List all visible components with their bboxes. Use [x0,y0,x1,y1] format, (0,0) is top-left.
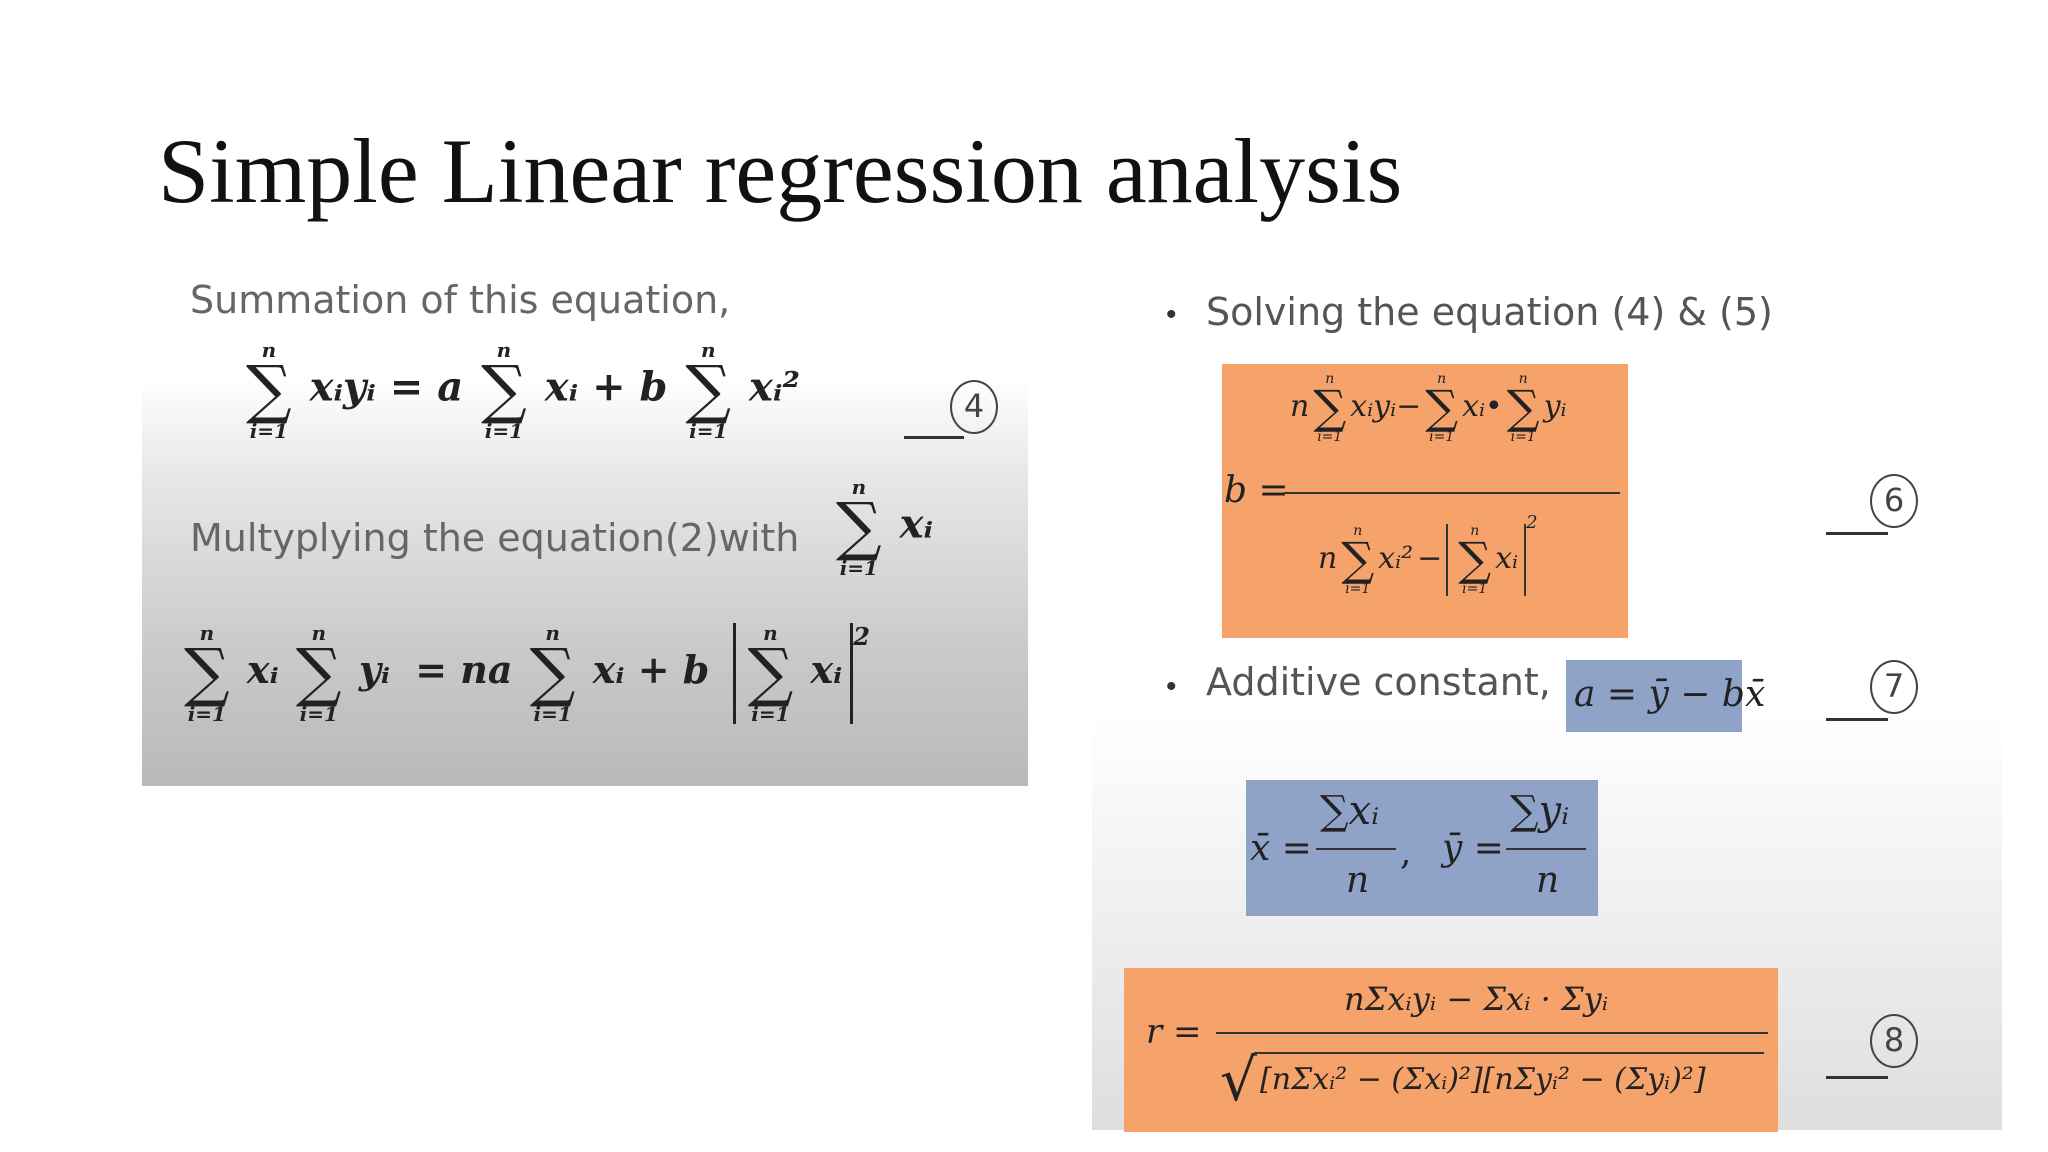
label-8-underline [1826,1076,1888,1079]
b-num-minus: − [1396,388,1422,424]
y-num: ∑yᵢ [1510,788,1570,834]
label-7-circle: 7 [1870,660,1918,714]
a-formula-box: a = ȳ − bx̄ [1566,660,1765,732]
equation-5: n∑i=1 xᵢ n∑i=1 yᵢ = na n∑i=1 xᵢ + b n∑i=… [180,622,870,724]
label-4-underline [904,436,964,439]
sigma-b5: n∑i=1 [1458,523,1492,597]
ybar-lhs: ȳ = [1442,828,1504,869]
sigma-6: n∑i=1 [295,621,342,726]
eq4-term2: xᵢ + b [544,363,668,411]
r-numerator: nΣxᵢyᵢ − Σxᵢ · Σyᵢ [1344,980,1609,1018]
y-den: n [1536,860,1560,901]
b-num-t3: yᵢ [1543,388,1567,424]
eq5-t3: xᵢ + b [592,647,710,692]
left-panel: Summation of this equation, n∑i=1 xᵢyᵢ =… [142,262,1028,786]
r-sqrt-line [1254,1052,1764,1054]
intro-text: Summation of this equation, [190,278,731,322]
solving-text: Solving the equation (4) & (5) [1206,290,1773,334]
b-fraction-bar [1284,492,1620,494]
sigma-b4: n∑i=1 [1341,523,1375,597]
x-num: ∑xᵢ [1320,788,1380,834]
means-box: x̄ = ∑xᵢ n , ȳ = ∑yᵢ n [1246,780,1598,916]
eq5-t4: xᵢ [810,646,843,692]
b-den-pow: 2 [1526,512,1538,533]
sigma-1: n∑i=1 [246,338,292,443]
r-fraction-bar [1216,1032,1768,1034]
multiply-sigma: n∑i=1 xᵢ [832,477,933,578]
eq5-power: 2 [853,622,870,651]
eq5-t1: xᵢ [246,647,279,692]
sigma-2: n∑i=1 [481,338,527,443]
b-num-n: n [1290,388,1310,424]
label-7-underline [1826,718,1888,721]
xbar-lhs: x̄ = [1250,828,1312,869]
sigma-b2: n∑i=1 [1425,371,1459,445]
sigma-b1: n∑i=1 [1313,371,1347,445]
b-den-minus: − [1417,541,1443,576]
sigma-5: n∑i=1 [184,621,230,726]
y-bar-line [1506,848,1586,850]
eq4-term1: xᵢyᵢ [309,363,376,411]
label-6-underline [1826,532,1888,535]
sigma-7: n∑i=1 [529,621,576,726]
sigma-b3: n∑i=1 [1506,371,1540,445]
eq4-term3: xᵢ² [749,363,800,411]
equation-4: n∑i=1 xᵢyᵢ = a n∑i=1 xᵢ + b n∑i=1 xᵢ² [242,340,800,441]
x-bar-line [1316,848,1396,850]
b-num-t2: xᵢ• [1462,388,1503,424]
page-title: Simple Linear regression analysis [158,120,1403,222]
a-formula: a = ȳ − bx̄ [1574,674,1766,715]
eq5-t2: yᵢ [358,647,390,692]
additive-text: Additive constant, [1206,660,1551,704]
b-den-t2: xᵢ [1495,541,1519,576]
sigma-3: n∑i=1 [685,338,732,443]
r-formula-box: r = nΣxᵢyᵢ − Σxᵢ · Σyᵢ √ [nΣxᵢ² − (Σxᵢ)²… [1124,968,1778,1132]
sigma-8: n∑i=1 [747,621,794,726]
b-den-t1: xᵢ² [1378,541,1414,576]
eq5-bracket: n∑i=1 xᵢ [732,621,854,726]
r-denominator: [nΣxᵢ² − (Σxᵢ)²][nΣyᵢ² − (Σyᵢ)²] [1260,1062,1706,1097]
bullet-1: • [1166,298,1177,331]
sigma-4: n∑i=1 [836,475,882,580]
r-lhs: r = [1146,1012,1202,1052]
means-sep: , [1400,832,1412,873]
label-8-circle: 8 [1870,1014,1918,1068]
multiply-text: Multyplying the equation(2)with [190,516,800,560]
r-sqrt-sign: √ [1220,1046,1257,1114]
eq5-eq-na: = na [415,647,513,692]
label-6-circle: 6 [1870,474,1918,528]
b-den-n: n [1318,541,1338,576]
x-den: n [1346,860,1370,901]
b-num-t1: xᵢyᵢ [1350,388,1397,424]
bullet-2: • [1166,670,1177,703]
label-4-circle: 4 [950,380,998,434]
multiply-term: xᵢ [899,500,934,548]
eq4-eq-a: = a [389,363,464,411]
b-lhs: b = [1224,470,1289,511]
